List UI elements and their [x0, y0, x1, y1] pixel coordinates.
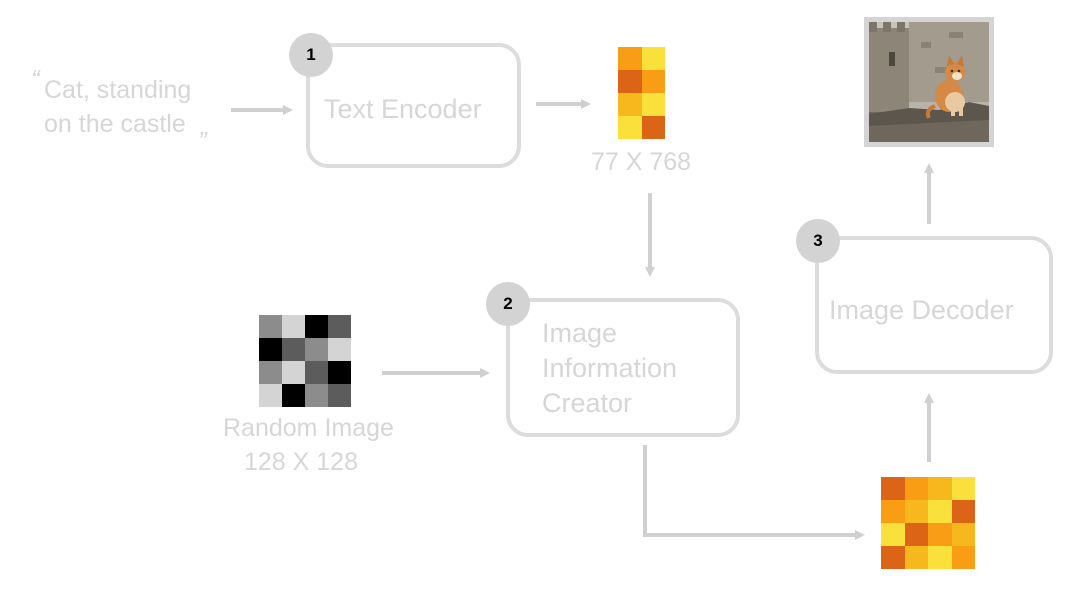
random-image-cell [328, 361, 351, 384]
text-embedding-cell [641, 47, 665, 70]
text-embedding-label: 77 X 768 [591, 148, 692, 176]
image-information-creator-label: Image Information Creator [542, 318, 678, 418]
text-encoder-box: Text Encoder [306, 43, 521, 168]
prompt-close-quote: ” [198, 126, 207, 156]
image-decoder-box: Image Decoder [815, 236, 1053, 374]
latent-cell [904, 546, 928, 569]
text-embedding-cell [618, 93, 642, 116]
random-image-cell [328, 338, 351, 361]
text-encoder-label: Text Encoder [324, 94, 482, 124]
step-2-badge: 2 [486, 282, 530, 326]
latent-cell [881, 546, 905, 569]
random-image-cell [305, 384, 328, 407]
random-image-label: Random Image [223, 414, 394, 442]
random-image-cell [259, 338, 282, 361]
image-decoder-label: Image Decoder [829, 295, 1014, 325]
prompt-line-2: on the castle [44, 110, 186, 138]
random-image-cell [305, 361, 328, 384]
latent-cell [881, 477, 905, 500]
latent-cell [928, 477, 952, 500]
image-information-creator-box: Image Information Creator [506, 298, 740, 437]
latent-grid [881, 477, 975, 569]
text-embedding-grid [618, 47, 665, 139]
text-embedding-cell [641, 116, 665, 139]
latent-cell [904, 500, 928, 523]
text-embedding-cell [641, 70, 665, 93]
latent-cell [951, 500, 975, 523]
random-image-grid [259, 315, 351, 407]
random-image-cell [282, 338, 305, 361]
latent-cell [951, 523, 975, 546]
text-embedding-cell [641, 93, 665, 116]
latent-cell [904, 523, 928, 546]
latent-cell [951, 546, 975, 569]
random-image-cell [282, 315, 305, 338]
text-embedding-cell [618, 70, 642, 93]
latent-cell [928, 523, 952, 546]
prompt-open-quote: “ [31, 64, 40, 94]
latent-cell [928, 500, 952, 523]
latent-cell [881, 523, 905, 546]
prompt-line-1: Cat, standing [44, 76, 192, 104]
arrow-creator-to-latent [643, 445, 865, 540]
text-embedding-cell [618, 116, 642, 139]
random-image-cell [259, 384, 282, 407]
text-embedding-cell [618, 47, 642, 70]
random-image-cell [305, 315, 328, 338]
random-image-cell [259, 315, 282, 338]
latent-cell [928, 546, 952, 569]
random-image-cell [282, 361, 305, 384]
random-image-cell [305, 338, 328, 361]
cat-on-castle-photo-icon [869, 22, 989, 142]
random-image-cell [328, 384, 351, 407]
step-3-badge: 3 [796, 219, 840, 263]
latent-cell [951, 477, 975, 500]
random-image-cell [282, 384, 305, 407]
random-image-size-label: 128 X 128 [244, 448, 358, 476]
output-image [864, 17, 994, 147]
random-image-cell [259, 361, 282, 384]
step-1-badge: 1 [289, 33, 333, 77]
latent-cell [881, 500, 905, 523]
latent-cell [904, 477, 928, 500]
random-image-cell [328, 315, 351, 338]
